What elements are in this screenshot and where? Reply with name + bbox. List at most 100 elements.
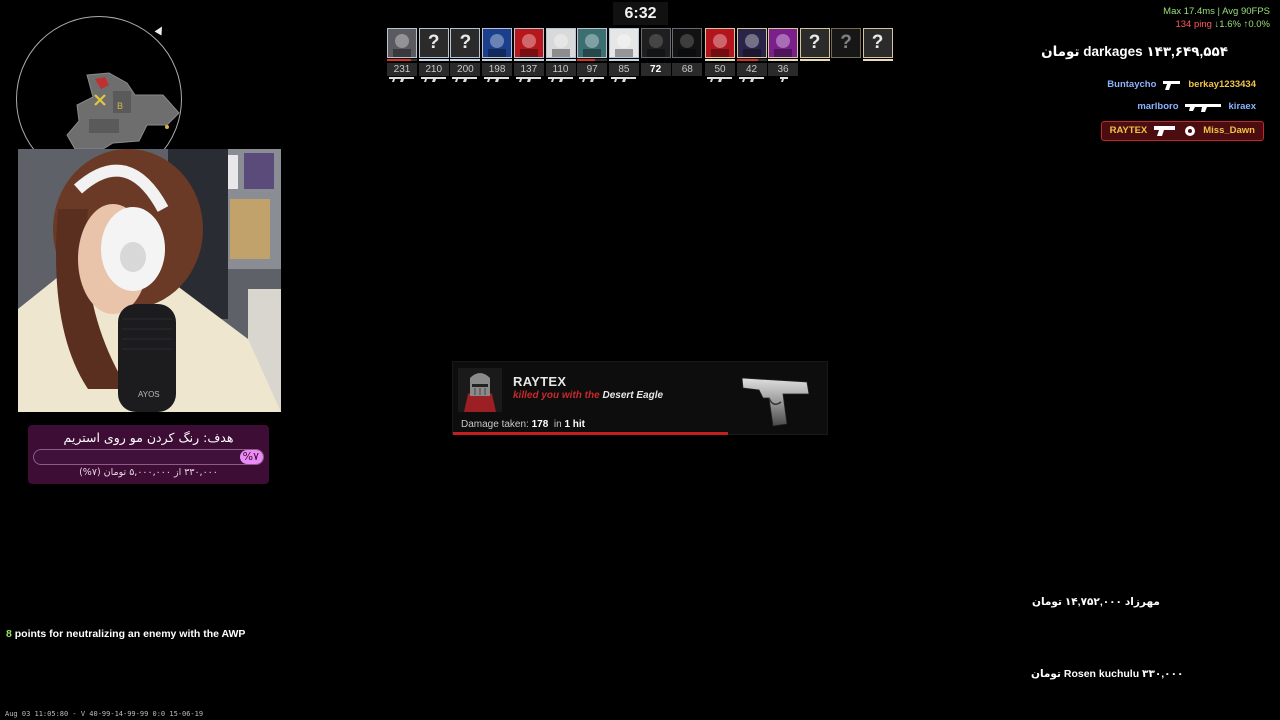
donation-message: مهرزاد ۱۴,۷۵۲,۰۰۰ تومان — [1032, 596, 1160, 608]
player-card: 36 — [768, 28, 798, 82]
player-card: 231 — [387, 28, 417, 82]
player-weapon-icon — [515, 77, 541, 82]
killfeed-attacker: marlboro — [1137, 101, 1179, 112]
player-health-bar — [482, 59, 513, 61]
damage-label: Damage taken: — [461, 419, 529, 430]
killfeed-entry: marlboro kiraex — [1129, 98, 1264, 116]
donation-message: Rosen kuchulu ۳۳۰,۰۰۰ تومان — [1031, 668, 1184, 680]
player-money: 198 — [482, 63, 513, 76]
unknown-avatar-icon: ? — [840, 32, 852, 53]
killfeed-attacker: Buntaycho — [1107, 79, 1157, 90]
player-money: 231 — [387, 63, 417, 76]
unknown-avatar-icon: ? — [871, 32, 884, 53]
player-card: ? — [862, 28, 893, 63]
player-weapon-icon — [452, 77, 478, 82]
player-avatar — [482, 28, 513, 58]
goal-title: هدف: رنگ کردن مو روی استریم — [63, 430, 234, 445]
player-card: ? — [799, 28, 830, 63]
player-money: 137 — [513, 63, 544, 76]
loss-value: ↓1.6% — [1214, 19, 1241, 30]
killfeed-victim: kiraex — [1228, 101, 1256, 112]
net-graph-ping: 134 ping ↓1.6% ↑0.0% — [1175, 19, 1270, 30]
avatar-image — [583, 34, 602, 57]
headshot-icon — [1185, 126, 1196, 136]
player-card: ? — [831, 28, 861, 63]
avatar-image — [678, 34, 697, 57]
player-weapon-icon — [707, 77, 732, 82]
player-avatar — [545, 28, 576, 58]
radar-direction-icon — [154, 24, 166, 36]
player-health-bar — [450, 59, 481, 61]
player-health-bar — [608, 59, 639, 61]
player-money: 36 — [768, 63, 798, 76]
unknown-avatar-icon: ? — [808, 32, 821, 53]
avatar-image — [488, 34, 507, 57]
player-avatar — [513, 28, 544, 58]
player-money: 68 — [672, 63, 703, 76]
avatar-image — [551, 34, 570, 57]
points-number: 8 — [6, 628, 12, 640]
player-health-bar — [387, 59, 417, 61]
damage-summary: Damage taken: 178 in 1 hit — [461, 419, 585, 430]
killed-prefix: killed you with the — [513, 390, 600, 401]
player-avatar: ? — [799, 28, 830, 58]
damage-bar — [453, 432, 728, 435]
top-donation: darkages ۱۴۳,۶۴۹,۵۵۴ تومان — [1041, 44, 1228, 59]
player-avatar — [672, 28, 703, 58]
player-health-bar — [418, 59, 449, 61]
goal-subtitle: ۳۳۰,۰۰۰ از ۵,۰۰۰,۰۰۰ تومان (۷%) — [79, 467, 218, 478]
goal-percent: %۷ — [242, 450, 259, 463]
damage-value: 178 — [531, 419, 549, 430]
player-health-bar — [705, 59, 735, 61]
player-money: 210 — [418, 63, 449, 76]
player-avatar — [736, 28, 767, 58]
webcam-feed: AYOS — [18, 149, 281, 412]
avatar-image — [393, 34, 411, 57]
deagle-icon — [1154, 126, 1176, 136]
player-health-bar — [768, 59, 798, 61]
killfeed-entry: Buntaycho berkay1233434 — [1099, 76, 1264, 94]
player-health-bar — [736, 59, 767, 61]
hit-count: 1 hit — [564, 419, 585, 430]
pistol-icon — [1163, 81, 1181, 90]
killfeed-attacker: RAYTEX — [1109, 125, 1148, 136]
player-money: 42 — [736, 63, 767, 76]
player-card: 110 — [545, 28, 576, 82]
points-message: 8 points for neutralizing an enemy with … — [6, 628, 245, 640]
player-card: 50 — [705, 28, 735, 82]
killer-name: RAYTEX — [513, 374, 567, 389]
killer-weapon: Desert Eagle — [602, 390, 664, 401]
player-card: 68 — [672, 28, 703, 76]
avatar-image — [519, 34, 538, 57]
player-weapon-icon — [389, 77, 414, 82]
bombsite-b-label: B — [117, 101, 123, 111]
player-card: 72 — [640, 28, 671, 76]
player-money: 72 — [640, 63, 671, 76]
desert-eagle-icon — [741, 377, 810, 427]
player-health-bar — [799, 59, 830, 61]
mic-brand-logo: AYOS — [138, 390, 160, 399]
avatar-image — [711, 34, 729, 57]
killfeed-victim: Miss_Dawn — [1203, 125, 1255, 136]
avatar-image — [742, 34, 761, 57]
killed-message: killed you with the Desert Eagle — [513, 390, 663, 401]
points-text: points for neutralizing an enemy with th… — [14, 628, 246, 640]
choke-value: ↑0.0% — [1243, 19, 1270, 30]
goal-progress-fill — [240, 450, 263, 464]
player-health-bar — [513, 59, 544, 61]
player-health-bar — [862, 59, 893, 61]
rifle-icon — [1184, 104, 1221, 112]
demo-footer-info: Aug 03 11:05:80 - V 40-99-14-99-99 0:0 1… — [5, 710, 204, 718]
killer-avatar — [458, 368, 502, 412]
player-weapon-icon — [610, 77, 636, 82]
player-weapon-icon — [484, 77, 510, 82]
player-avatar: ? — [450, 28, 481, 58]
player-avatar — [387, 28, 417, 58]
player-weapon-icon — [547, 77, 573, 82]
player-health-bar — [831, 59, 861, 61]
player-card: ?200 — [450, 28, 481, 82]
player-health-bar — [641, 59, 671, 61]
player-health-bar — [577, 59, 608, 61]
net-graph-fps: Max 17.4ms | Avg 90FPS — [1163, 6, 1270, 17]
player-card: 42 — [736, 28, 767, 82]
